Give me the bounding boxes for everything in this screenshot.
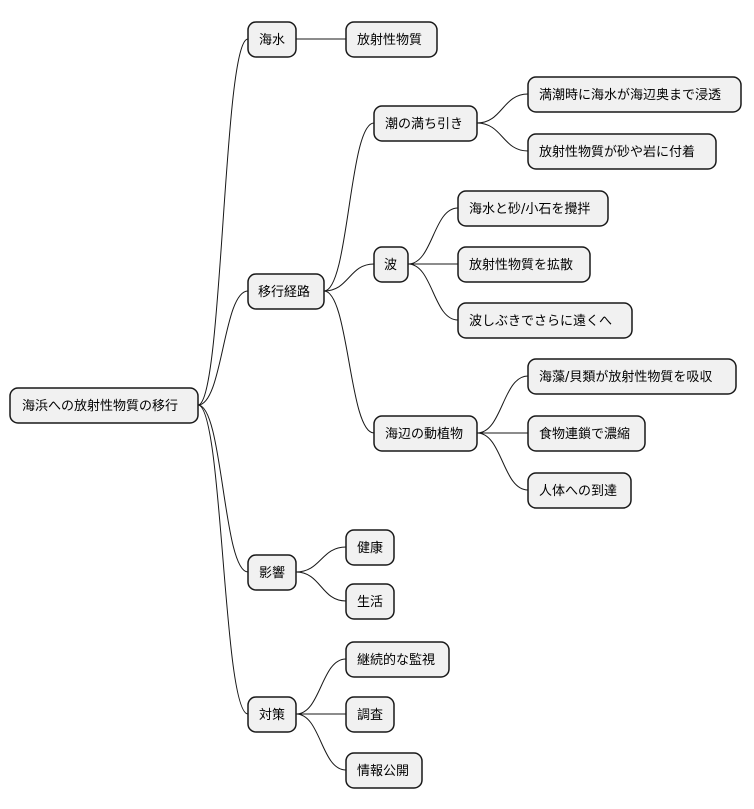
node-health-label: 健康	[357, 540, 383, 556]
edge-connector	[407, 207, 459, 265]
node-adhere-sand-rock-label: 放射性物質が砂や岩に付着	[539, 144, 695, 160]
node-tides: 潮の満ち引き	[373, 105, 478, 142]
node-monitoring-label: 継続的な監視	[357, 652, 435, 668]
node-adhere-sand-rock: 放射性物質が砂や岩に付着	[527, 133, 717, 170]
node-spray-farther: 波しぶきでさらに遠くへ	[457, 302, 633, 339]
node-reach-humans-label: 人体への到達	[539, 484, 617, 499]
mindmap-edges	[197, 38, 529, 771]
edge-connector	[407, 263, 459, 321]
node-waves-label: 波	[384, 258, 397, 273]
node-waves: 波	[373, 246, 409, 283]
node-high-tide-seepage-label: 満潮時に海水が海辺奥まで浸透	[539, 88, 721, 103]
node-stir-sand-pebbles: 海水と砂/小石を攪拌	[457, 190, 609, 227]
node-tides-label: 潮の満ち引き	[385, 117, 463, 132]
edge-connector	[476, 432, 529, 491]
node-high-tide-seepage: 満潮時に海水が海辺奥まで浸透	[527, 76, 742, 113]
node-impact: 影響	[247, 554, 297, 591]
node-transfer-routes-label: 移行経路	[258, 284, 310, 300]
node-countermeasures-label: 対策	[259, 707, 285, 723]
edge-connector	[295, 546, 347, 573]
node-coastal-biota-label: 海辺の動植物	[385, 427, 463, 442]
edge-connector	[295, 571, 347, 602]
node-seaweed-shellfish-absorb: 海藻/貝類が放射性物質を吸収	[527, 358, 737, 395]
node-disclosure-label: 情報公開	[357, 764, 409, 779]
node-spray-farther-label: 波しぶきでさらに遠くへ	[469, 314, 612, 329]
node-monitoring: 継続的な監視	[345, 641, 450, 678]
edge-connector	[476, 122, 529, 152]
node-health: 健康	[345, 529, 395, 566]
node-radioactive-material: 放射性物質	[345, 21, 438, 58]
edge-connector	[295, 713, 347, 771]
node-seaweed-shellfish-absorb-label: 海藻/貝類が放射性物質を吸収	[539, 369, 712, 385]
edge-connector	[323, 290, 375, 434]
node-disperse-label: 放射性物質を拡散	[469, 257, 573, 273]
node-food-chain-label: 食物連鎖で濃縮	[539, 426, 630, 442]
node-countermeasures: 対策	[247, 696, 297, 733]
edge-connector	[197, 404, 249, 573]
node-disclosure: 情報公開	[345, 752, 423, 789]
edge-connector	[197, 290, 249, 406]
node-food-chain: 食物連鎖で濃縮	[527, 415, 646, 452]
edge-connector	[197, 38, 249, 406]
edge-connector	[295, 658, 347, 715]
node-livelihood: 生活	[345, 583, 395, 620]
node-transfer-routes: 移行経路	[247, 273, 325, 310]
node-root: 海浜への放射性物質の移行	[9, 387, 199, 424]
node-seawater: 海水	[247, 21, 297, 58]
node-investigation-label: 調査	[357, 708, 383, 723]
edge-connector	[476, 93, 529, 124]
node-stir-sand-pebbles-label: 海水と砂/小石を攪拌	[469, 202, 590, 217]
node-investigation: 調査	[345, 696, 395, 733]
edge-connector	[323, 263, 375, 292]
node-radioactive-material-label: 放射性物質	[357, 32, 422, 48]
node-root-label: 海浜への放射性物質の移行	[22, 398, 178, 414]
edge-connector	[323, 122, 375, 292]
edge-connector	[476, 375, 529, 434]
node-seawater-label: 海水	[259, 33, 285, 48]
node-impact-label: 影響	[259, 565, 285, 581]
node-disperse: 放射性物質を拡散	[457, 246, 591, 283]
node-livelihood-label: 生活	[357, 595, 383, 610]
node-reach-humans: 人体への到達	[527, 472, 632, 509]
edge-connector	[197, 404, 249, 715]
node-coastal-biota: 海辺の動植物	[373, 415, 478, 452]
